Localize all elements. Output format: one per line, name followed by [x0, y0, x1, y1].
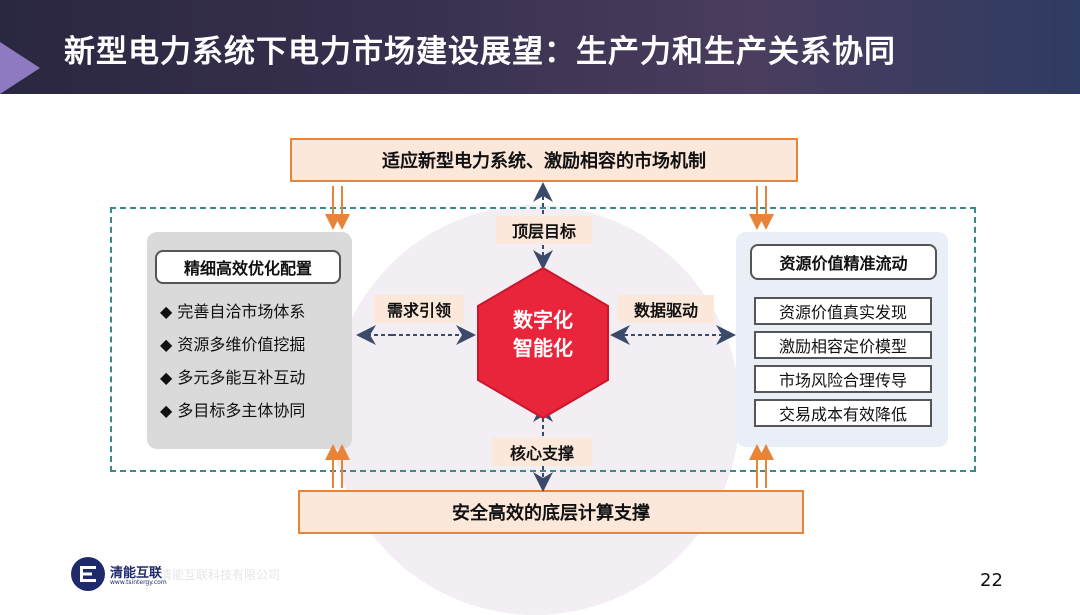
diamond-bullet-icon: ◆ [160, 302, 173, 321]
diamond-bullet-icon: ◆ [160, 368, 173, 387]
right-item: 交易成本有效降低 [754, 399, 932, 427]
logo-url: www.tsintergy.com [110, 579, 167, 586]
bottom-support-box: 安全高效的底层计算支撑 [298, 490, 804, 534]
logo-text: 清能互联 [110, 566, 163, 581]
left-item: ◆ 多元多能互补互动 [160, 368, 306, 387]
orange-arrow-bottom-right [749, 444, 774, 488]
right-item: 市场风险合理传导 [754, 365, 932, 393]
center-hexagon [476, 266, 610, 420]
company-name: 清能互联科技有限公司 [160, 568, 281, 582]
label-core-support: 核心支撑 [492, 438, 592, 466]
header-banner: 新型电力系统下电力市场建设展望：生产力和生产关系协同 [0, 0, 1080, 94]
company-logo-icon [70, 556, 106, 596]
right-panel-title: 资源价值精准流动 [750, 244, 937, 280]
center-hexagon-label: 数字化 智能化 [513, 308, 573, 360]
orange-arrow-top-left [325, 186, 350, 230]
label-demand-led: 需求引领 [374, 295, 464, 323]
header-accent-triangle [0, 42, 40, 94]
orange-arrow-bottom-left [325, 444, 350, 488]
page-number: 22 [980, 570, 1003, 591]
diamond-bullet-icon: ◆ [160, 335, 173, 354]
label-data-driven: 数据驱动 [618, 295, 714, 323]
left-item: ◆ 资源多维价值挖掘 [160, 335, 306, 354]
diamond-bullet-icon: ◆ [160, 401, 173, 420]
left-item: ◆ 完善自洽市场体系 [160, 302, 306, 321]
left-panel-title: 精细高效优化配置 [155, 250, 341, 284]
left-item: ◆ 多目标多主体协同 [160, 401, 306, 420]
right-item: 资源价值真实发现 [754, 297, 932, 325]
orange-arrow-top-right [749, 186, 774, 230]
dashed-frame [110, 207, 976, 472]
top-goal-box: 适应新型电力系统、激励相容的市场机制 [290, 138, 798, 182]
label-top-goal: 顶层目标 [496, 216, 592, 244]
right-item: 激励相容定价模型 [754, 331, 932, 359]
page-title: 新型电力系统下电力市场建设展望：生产力和生产关系协同 [64, 34, 896, 70]
